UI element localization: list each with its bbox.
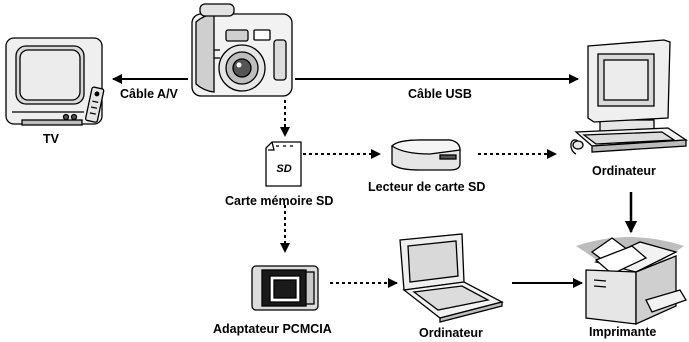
television-icon [5,37,105,126]
av-cable-label: Câble A/V [120,87,178,101]
pcmcia-adapter-icon [251,265,319,311]
laptop-icon [399,233,504,323]
card-reader-icon [390,139,461,171]
printer-label: Imprimante [589,325,657,339]
pcmcia-adapter-label: Adaptateur PCMCIA [213,322,332,336]
sd-card-icon: SD [265,141,302,187]
printer-icon [576,237,687,326]
connectors [112,74,638,288]
sd-card-label: Carte mémoire SD [225,194,334,208]
desktop-computer-label: Ordinateur [592,164,656,178]
usb-cable-label: Câble USB [408,87,472,101]
digital-camera-icon [191,3,293,97]
tv-label: TV [43,132,59,146]
desktop-computer-icon [570,39,688,155]
laptop-computer-label: Ordinateur [419,326,483,340]
sd-card-logo: SD [276,163,291,175]
card-reader-label: Lecteur de carte SD [368,180,486,194]
